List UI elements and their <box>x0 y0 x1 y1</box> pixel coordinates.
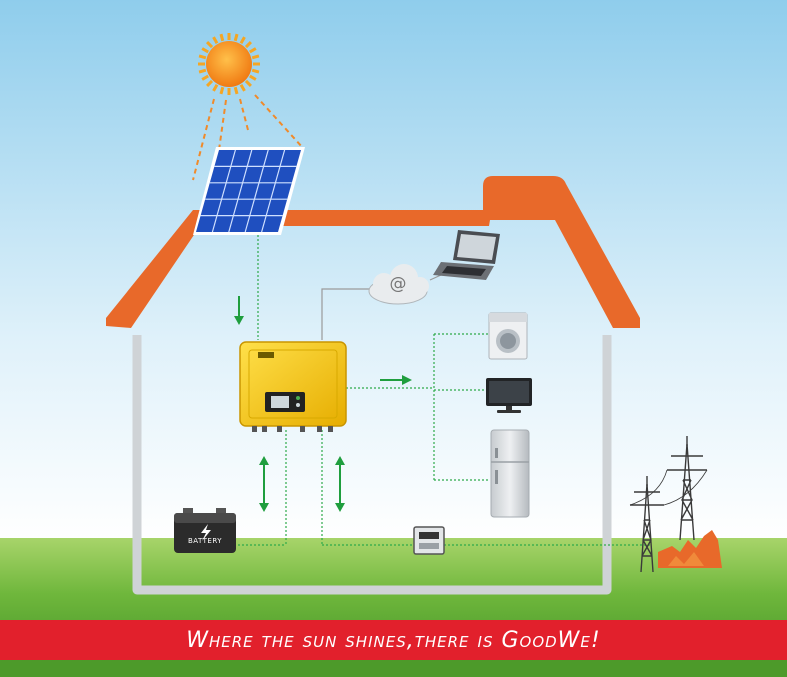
arrow-down-panel <box>234 296 244 325</box>
meter-icon <box>413 526 445 555</box>
arrow-battery-bidirectional <box>259 456 269 512</box>
cloud-at-symbol: @ <box>389 274 407 294</box>
flow-arrows <box>234 296 412 512</box>
cloud-icon <box>368 264 429 305</box>
battery-icon <box>174 508 236 553</box>
power-pylon-icon <box>629 436 708 573</box>
arrow-right-loads <box>380 375 412 385</box>
factory-icon <box>658 530 722 568</box>
laptop-icon <box>433 230 500 280</box>
tv-icon <box>486 378 532 413</box>
fridge-icon <box>490 429 530 518</box>
slogan-banner: Where the sun shines,there is GoodWe! <box>0 620 787 660</box>
power-lines <box>226 235 650 546</box>
battery-label: BATTERY <box>187 537 223 545</box>
washing-machine-icon <box>488 312 528 360</box>
arrow-grid-bidirectional <box>335 456 345 512</box>
sun-icon <box>192 33 304 181</box>
grass-bottom-strip <box>0 660 787 677</box>
inverter-icon <box>239 341 347 432</box>
slogan-text: Where the sun shines,there is GoodWe! <box>186 627 601 653</box>
solar-panel-icon <box>193 147 305 235</box>
house-walls <box>132 335 612 595</box>
